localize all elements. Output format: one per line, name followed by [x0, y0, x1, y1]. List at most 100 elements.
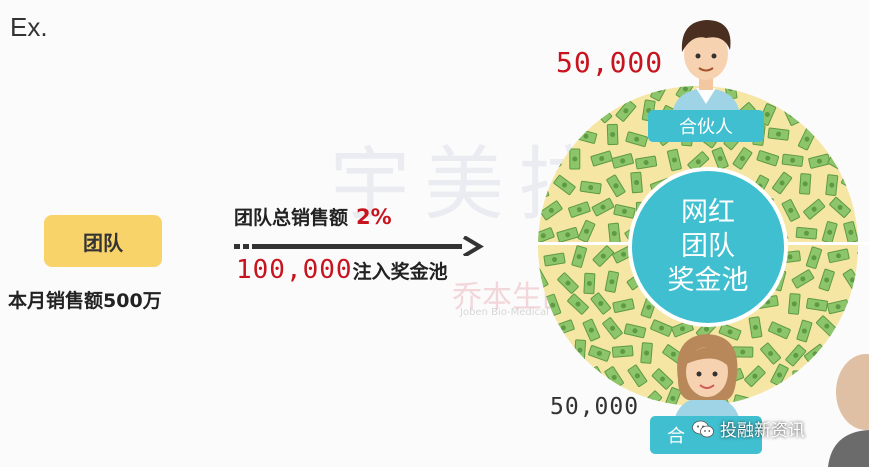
money-bill-icon — [569, 148, 581, 170]
money-bill-icon — [612, 298, 635, 314]
watermark-sub-en: Joben Bio-Medical — [460, 307, 549, 318]
money-bill-icon — [827, 153, 851, 174]
money-bill-icon — [604, 270, 620, 293]
money-bill-icon — [842, 268, 858, 292]
money-bill-icon — [587, 344, 612, 363]
money-bill-icon — [611, 152, 635, 169]
money-bill-icon — [556, 271, 580, 295]
money-bill-icon — [787, 293, 801, 315]
bottom-partner-amount: 50,000 — [550, 394, 640, 420]
pool-center: 网红 团队 奖金池 — [628, 167, 788, 327]
money-bill-icon — [551, 319, 576, 337]
money-bill-icon — [795, 226, 818, 240]
presenter-silhouette — [828, 354, 869, 467]
money-bill-icon — [571, 245, 588, 269]
wechat-watermark: 投融新资讯 — [692, 416, 805, 441]
money-bill-icon — [856, 248, 858, 272]
money-bill-icon — [817, 123, 841, 146]
money-bill-icon — [640, 390, 663, 406]
money-bill-icon — [613, 203, 636, 219]
money-bill-icon — [825, 174, 839, 197]
team-box: 团队 — [44, 215, 162, 267]
pool-line-1: 网红 — [681, 197, 735, 228]
money-bill-icon — [770, 363, 789, 387]
money-bill-icon — [791, 268, 815, 289]
example-label: Ex. — [10, 12, 48, 42]
pool-line-3: 奖金池 — [667, 265, 749, 296]
money-bill-icon — [666, 148, 683, 172]
money-bill-icon — [583, 272, 596, 295]
injection-text: 注入奖金池 — [352, 261, 448, 283]
money-bill-icon — [573, 339, 587, 361]
money-bill-icon — [543, 252, 566, 267]
money-bill-icon — [566, 293, 590, 316]
money-bill-icon — [640, 342, 653, 364]
money-bill-icon — [623, 323, 647, 339]
money-bill-icon — [831, 106, 854, 121]
money-bill-icon — [748, 316, 763, 339]
money-bill-icon — [601, 86, 624, 100]
money-bill-icon — [767, 321, 792, 340]
money-bill-icon — [552, 86, 575, 95]
money-bill-icon — [732, 146, 753, 170]
money-bill-icon — [853, 153, 858, 174]
money-bill-icon — [797, 127, 817, 151]
money-bill-icon — [579, 180, 602, 195]
money-bill-icon — [843, 220, 858, 244]
money-bill-icon — [590, 292, 612, 315]
money-bill-icon — [539, 200, 563, 221]
money-bill-icon — [592, 244, 615, 268]
money-bill-icon — [792, 369, 814, 382]
money-bill-icon — [611, 345, 634, 358]
money-bill-icon — [850, 102, 858, 122]
money-bill-icon — [578, 365, 603, 385]
money-bill-icon — [782, 102, 801, 127]
wechat-account: 投融新资讯 — [720, 421, 805, 441]
money-bill-icon — [615, 99, 637, 123]
money-bill-icon — [796, 86, 819, 100]
money-bill-icon — [601, 316, 624, 340]
money-bill-icon — [799, 173, 812, 195]
money-bill-icon — [805, 297, 829, 312]
money-bill-icon — [591, 197, 615, 217]
bottom-partner-label-text: 合 — [667, 426, 685, 447]
money-bill-icon — [810, 103, 830, 128]
contribution-rate-text: 团队总销售额 — [234, 207, 349, 229]
money-bill-icon — [771, 171, 793, 195]
contribution-rate-value: 2% — [356, 205, 392, 229]
female-partner-avatar — [674, 334, 740, 422]
money-bill-icon — [815, 315, 838, 338]
team-monthly-sales: 本月销售额500万 — [8, 290, 162, 312]
money-bill-icon — [784, 344, 807, 367]
money-bill-icon — [827, 248, 850, 264]
top-partner-amount: 50,000 — [556, 46, 664, 79]
money-bill-icon — [772, 86, 792, 100]
pool-line-2: 团队 — [681, 231, 735, 262]
money-bill-icon — [538, 363, 556, 385]
money-bill-icon — [805, 246, 823, 270]
injection-amount: 100,000 — [236, 255, 353, 285]
money-bill-icon — [841, 125, 858, 144]
team-label: 团队 — [83, 230, 123, 255]
money-bill-icon — [781, 198, 801, 223]
money-bill-icon — [606, 123, 619, 146]
money-bill-icon — [577, 219, 596, 243]
money-bill-icon — [557, 368, 570, 390]
money-bill-icon — [819, 86, 839, 100]
money-bill-icon — [818, 268, 836, 292]
money-bill-icon — [604, 365, 625, 390]
money-bill-icon — [582, 318, 601, 342]
money-bill-icon — [828, 196, 852, 219]
money-bill-icon — [840, 173, 858, 193]
money-bill-icon — [759, 392, 782, 406]
money-bill-icon — [634, 155, 658, 170]
injection-line: 100,000注入奖金池 — [236, 255, 448, 285]
money-bill-icon — [630, 171, 643, 194]
money-bill-icon — [590, 150, 614, 167]
wechat-icon — [692, 420, 714, 437]
money-bill-icon — [796, 319, 813, 343]
male-partner-avatar — [672, 20, 740, 116]
money-bill-icon — [567, 201, 591, 219]
money-bill-icon — [627, 86, 649, 92]
money-bill-icon — [756, 149, 780, 167]
